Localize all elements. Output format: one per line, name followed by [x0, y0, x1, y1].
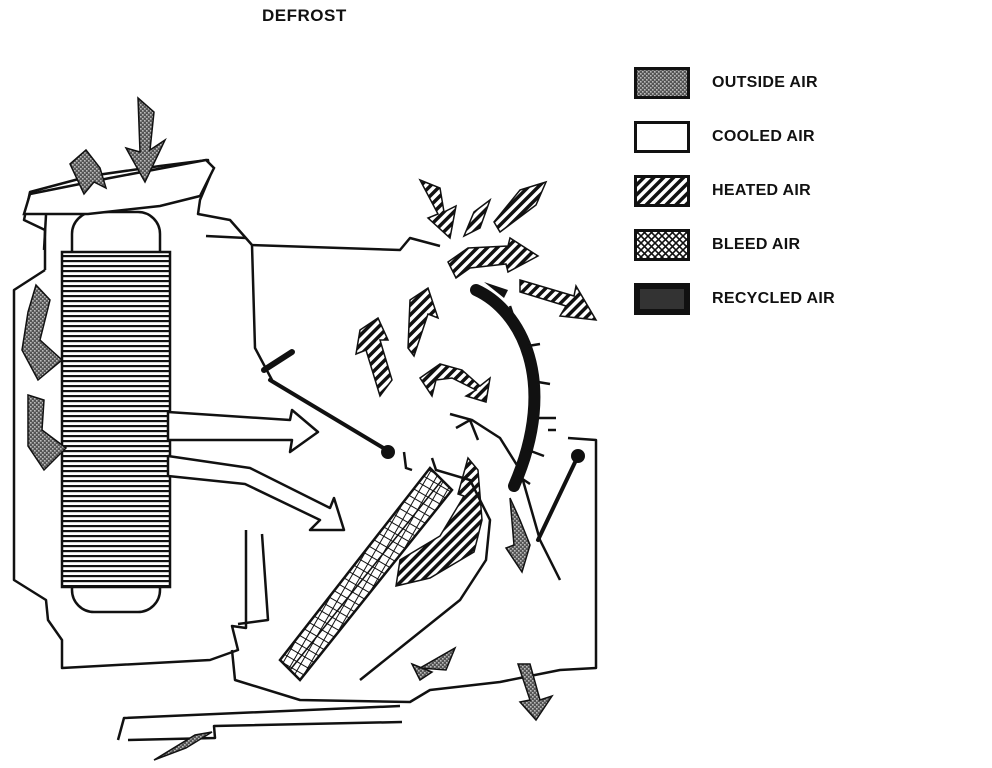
outside-air-arrows	[21, 96, 554, 761]
legend-label: BLEED AIR	[712, 236, 801, 253]
recycled-air-swatch	[634, 283, 690, 315]
legend-item-recycled-air: RECYCLED AIR	[634, 282, 835, 316]
legend-item-outside-air: OUTSIDE AIR	[634, 66, 835, 100]
legend-item-bleed-air: BLEED AIR	[634, 228, 835, 262]
outside-air-swatch	[634, 67, 690, 99]
legend-label: RECYCLED AIR	[712, 290, 836, 307]
blend-door	[261, 349, 585, 542]
bleed-air-swatch	[634, 229, 690, 261]
legend-item-heated-air: HEATED AIR	[634, 174, 835, 208]
diagram-title: DEFROST	[262, 6, 347, 25]
intake-lid	[22, 158, 216, 216]
legend-item-cooled-air: COOLED AIR	[634, 120, 835, 154]
internal-ducts	[359, 412, 562, 681]
cooled-air-swatch	[634, 121, 690, 153]
cooled-air-arrows	[166, 408, 346, 532]
heated-air-swatch	[634, 175, 690, 207]
legend-label: OUTSIDE AIR	[712, 74, 818, 91]
legend: OUTSIDE AIR COOLED AIR HEATED AIR BLEED …	[634, 66, 835, 336]
heated-air-arrows	[355, 178, 598, 587]
legend-label: HEATED AIR	[712, 182, 811, 199]
heater-core	[278, 466, 454, 682]
evaporator-core	[60, 210, 172, 614]
legend-label: COOLED AIR	[712, 128, 815, 145]
